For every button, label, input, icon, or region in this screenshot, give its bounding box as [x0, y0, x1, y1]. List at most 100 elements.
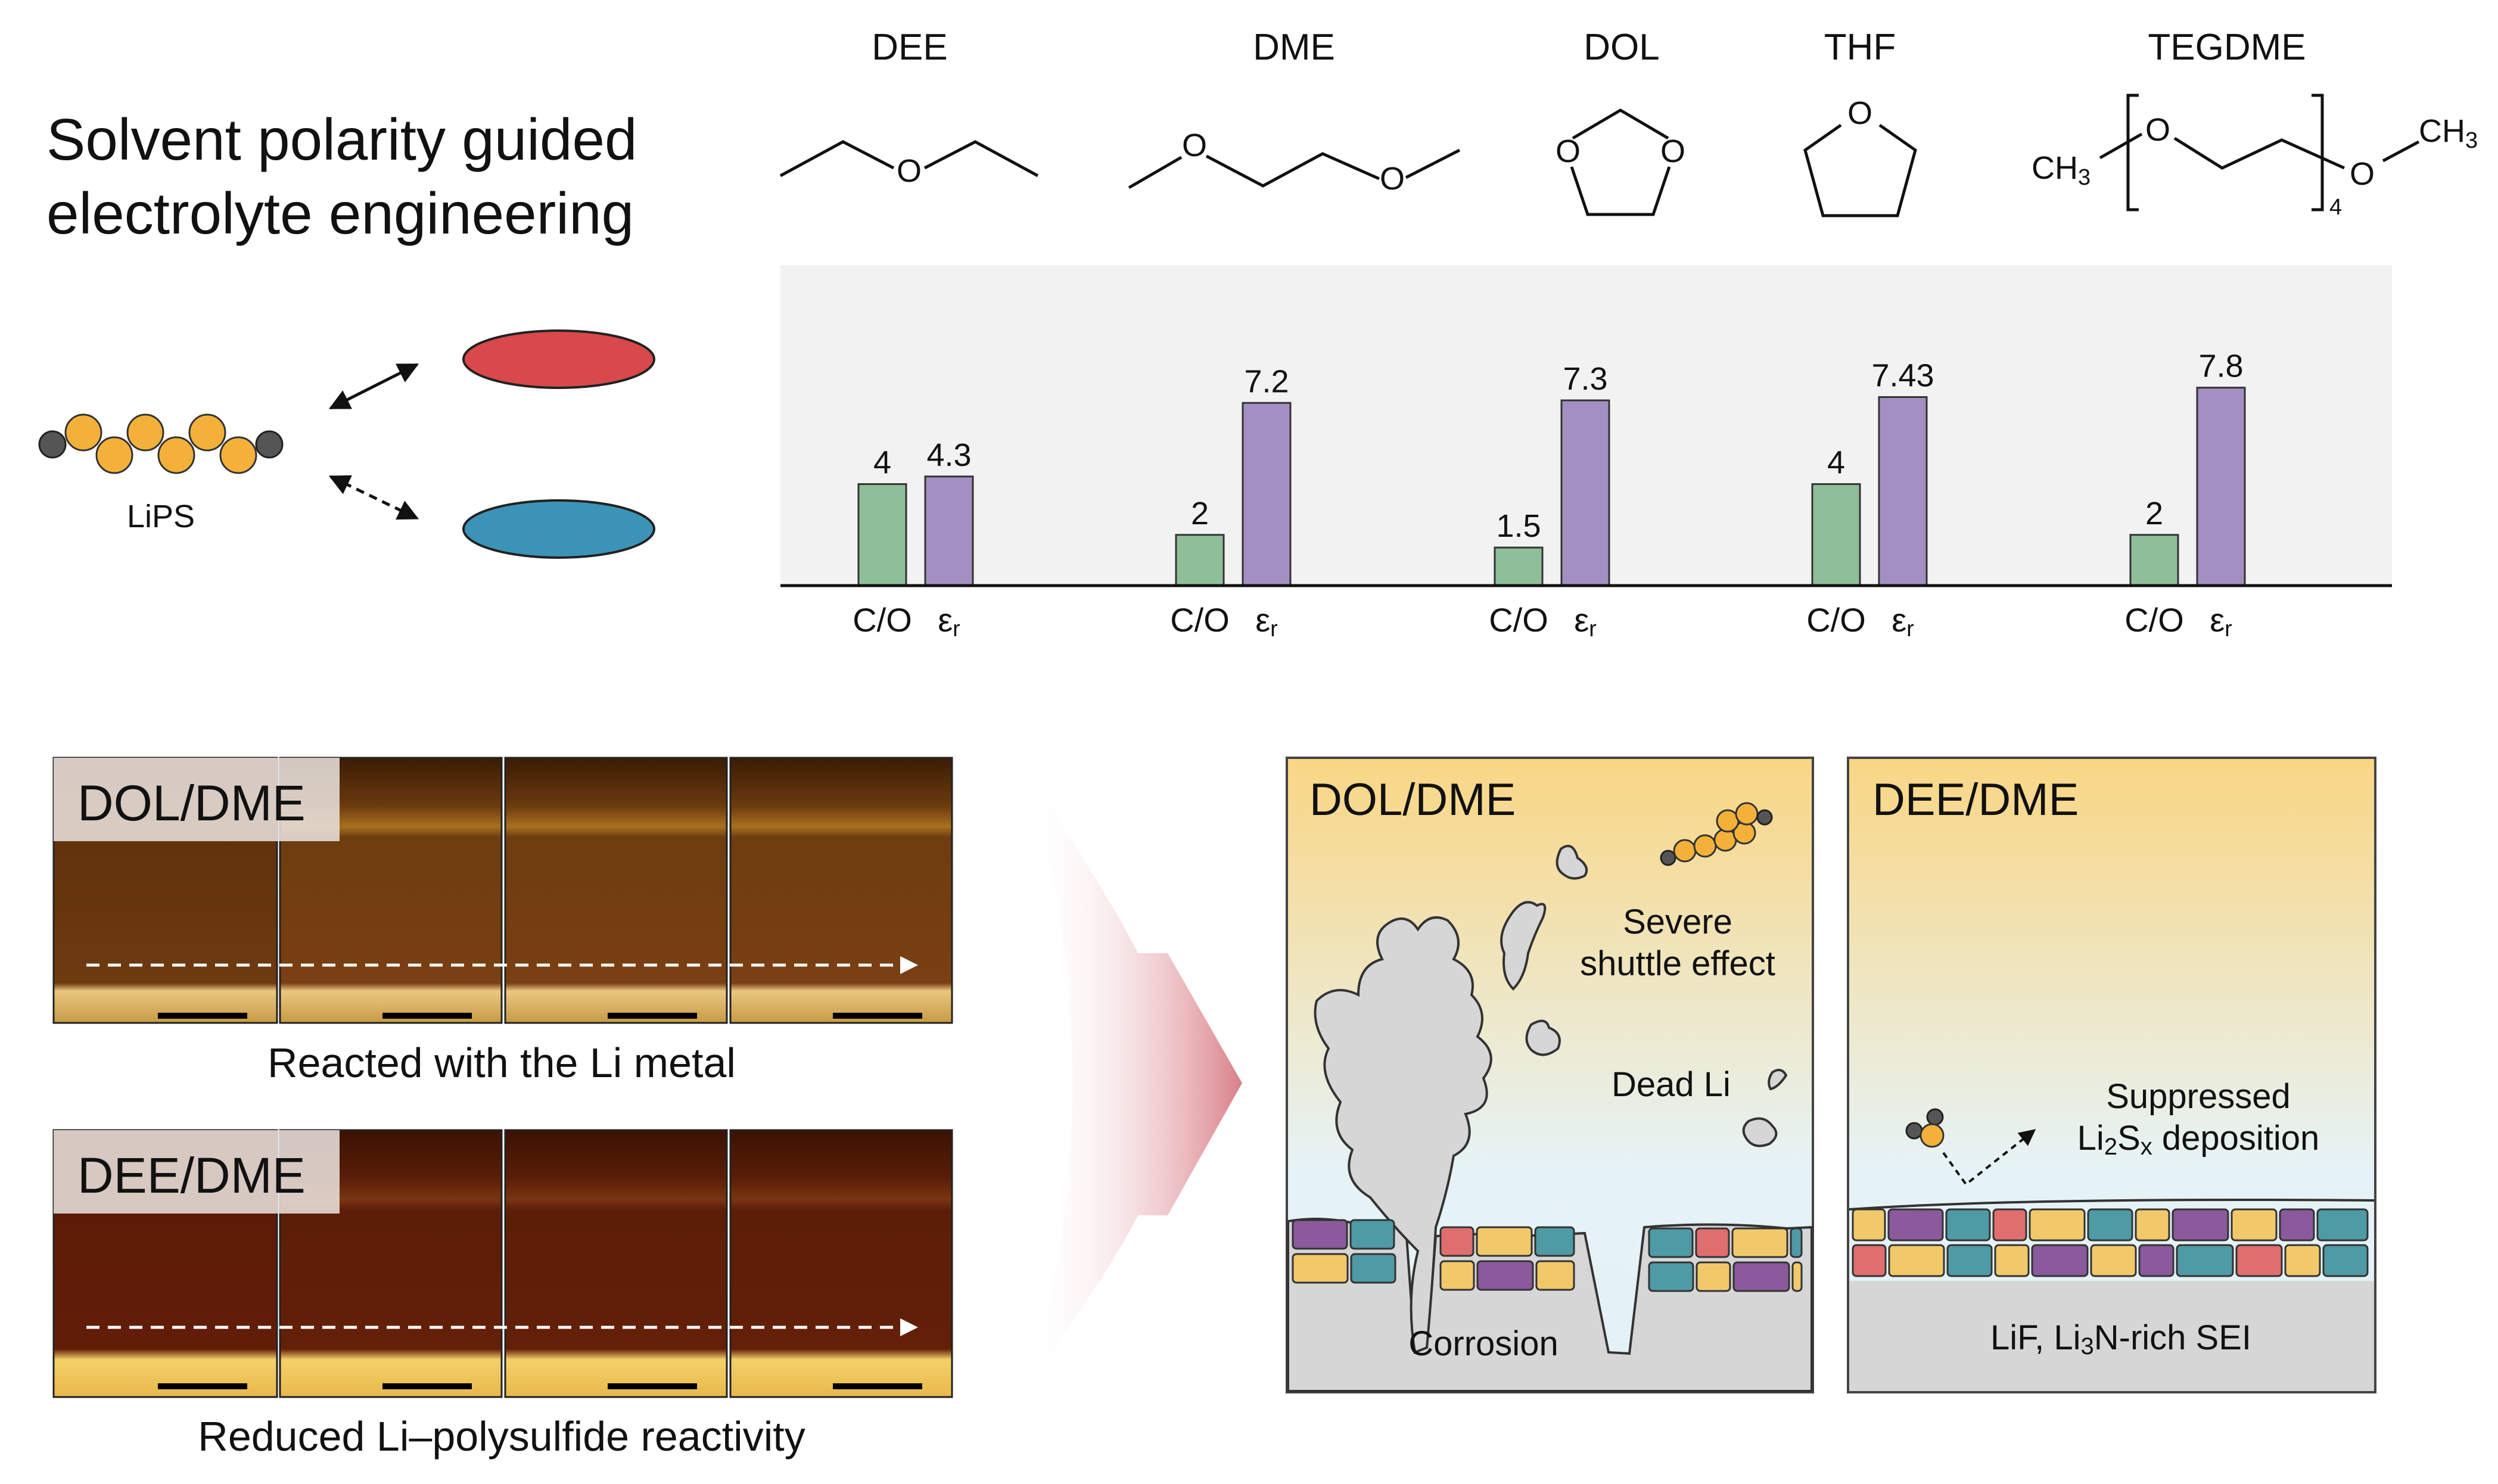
lips-sulfur-atom: [1693, 834, 1717, 858]
schematic-dol-dme: DOL/DME Severe shuttle effect Dead Li Co…: [1286, 757, 1814, 1393]
sei-block: [2316, 1208, 2369, 1242]
tick-label-co: C/O: [1489, 601, 1548, 639]
deposition-text: deposition: [2152, 1119, 2320, 1158]
scale-bar: [608, 1013, 697, 1019]
bar-data-label: 4: [873, 445, 891, 481]
sei-block: [1994, 1244, 2030, 1277]
solvent-name: DEE: [872, 27, 947, 68]
suppressed-text-2: Li2Sx deposition: [2077, 1119, 2320, 1160]
bar-data-label: 7.43: [1871, 357, 1934, 393]
micrograph-caption-2: Reduced Li–polysulfide reactivity: [198, 1413, 805, 1460]
thf-oxygen: O: [1847, 95, 1872, 131]
dee-oxygen: O: [897, 153, 922, 189]
sei-layer-right: [1852, 1208, 2369, 1277]
sei-block: [1852, 1244, 1887, 1277]
dead-li-particle: [1768, 1069, 1788, 1091]
sei-block: [1946, 1244, 1993, 1277]
bar-co: [1494, 546, 1544, 587]
sei-block: [2135, 1208, 2170, 1242]
sei-block: [1648, 1227, 1694, 1258]
lips-chain-left: [1660, 802, 1773, 866]
sei-block: [1791, 1261, 1803, 1292]
shuttle-text-2: shuttle effect: [1580, 944, 1775, 983]
bar-co: [2129, 534, 2179, 587]
sei-block: [1648, 1261, 1694, 1292]
schematic-label-left: DOL/DME: [1309, 774, 1516, 825]
sei-suffix: N-rich SEI: [2094, 1318, 2251, 1357]
low-polarity-solvent-ellipse: [462, 499, 655, 559]
bar-er: [924, 475, 974, 587]
sei-outline-right: [1849, 1199, 2375, 1211]
sei-block: [2087, 1208, 2133, 1242]
dee-structure: [779, 140, 1039, 178]
lips-end-atom: [1926, 1108, 1944, 1126]
sei-block: [2176, 1244, 2234, 1277]
methyl-sub: 3: [2465, 128, 2478, 153]
sei-block: [2322, 1244, 2369, 1277]
scale-bar: [833, 1383, 922, 1389]
dead-li-particle: [1525, 1019, 1561, 1056]
tick-label-er: εr: [2210, 601, 2232, 642]
scale-bar: [158, 1013, 247, 1019]
methyl-ch: CH: [2419, 113, 2465, 149]
bar-data-label: 7.8: [2198, 349, 2243, 384]
scale-bar: [158, 1383, 247, 1389]
micrograph-label-box: [54, 1130, 340, 1214]
sei-block: [1439, 1260, 1475, 1291]
scale-bar: [833, 1013, 922, 1019]
lips-sulfur-atom: [1735, 802, 1759, 826]
bar-data-label: 7.3: [1563, 361, 1607, 397]
micrograph-label: DOL/DME: [77, 775, 306, 831]
micrograph-label-box: [54, 758, 340, 841]
bar-er: [1878, 396, 1928, 587]
sei-block: [2031, 1244, 2089, 1277]
dendrite: [1314, 916, 1492, 1354]
dme-oxygen-2: O: [1380, 161, 1405, 197]
micrograph-label: DEE/DME: [77, 1147, 306, 1203]
sei-block: [1888, 1244, 1945, 1277]
bar-er: [1560, 399, 1610, 587]
schematic-dee-dme: DEE/DME Suppressed Li2Sx deposition LiF,…: [1847, 757, 2376, 1393]
epsilon-sub: r: [1589, 617, 1597, 642]
bar-data-label: 7.2: [1244, 363, 1289, 399]
sei-block: [2284, 1244, 2321, 1277]
bar-data-label: 4.3: [926, 437, 971, 473]
sei-block: [1945, 1208, 1991, 1242]
sei-block: [1731, 1227, 1788, 1258]
title-line-1: Solvent polarity guided: [46, 107, 637, 172]
lips-end-atom: [1756, 809, 1773, 826]
tegdme-structure: [2099, 94, 2420, 211]
suppressed-arrow: [1942, 1129, 2036, 1186]
sei-block: [2029, 1208, 2086, 1242]
sei-block: [1534, 1226, 1575, 1257]
epsilon: ε: [1255, 601, 1270, 639]
dead-li-particle: [1500, 901, 1547, 991]
high-polarity-solvent-ellipse: [462, 329, 655, 389]
bar-data-label: 4: [1827, 445, 1845, 481]
tegdme-oxygen-2: O: [2350, 156, 2375, 192]
bar-data-label: 2: [1191, 496, 1209, 531]
lips-molecule: [38, 413, 284, 474]
s-text: S: [2117, 1119, 2141, 1158]
dme-structure: [1128, 148, 1461, 189]
micrograph-panels: DOL/DME DEE/DME: [52, 757, 953, 1398]
sei-block: [1350, 1253, 1396, 1284]
micrograph-frame: [504, 1129, 728, 1398]
bar-er: [1242, 402, 1292, 587]
lips-end-atom: [1905, 1122, 1923, 1140]
micrograph-frame: [729, 1129, 953, 1398]
scale-bar: [382, 1013, 472, 1019]
sei-block: [1732, 1261, 1790, 1292]
tick-label-co: C/O: [853, 601, 912, 639]
micrograph-frame: [729, 757, 953, 1024]
micrograph-caption-1: Reacted with the Li metal: [267, 1040, 736, 1086]
scale-bar: [608, 1383, 697, 1389]
bar-co: [1811, 483, 1861, 587]
lips-end-atom: [38, 430, 67, 459]
sei-prefix: LiF, Li: [1990, 1318, 2081, 1357]
dead-li-particle: [1556, 845, 1588, 880]
tick-label-co: C/O: [2124, 601, 2184, 639]
sub-x: x: [2141, 1134, 2152, 1160]
